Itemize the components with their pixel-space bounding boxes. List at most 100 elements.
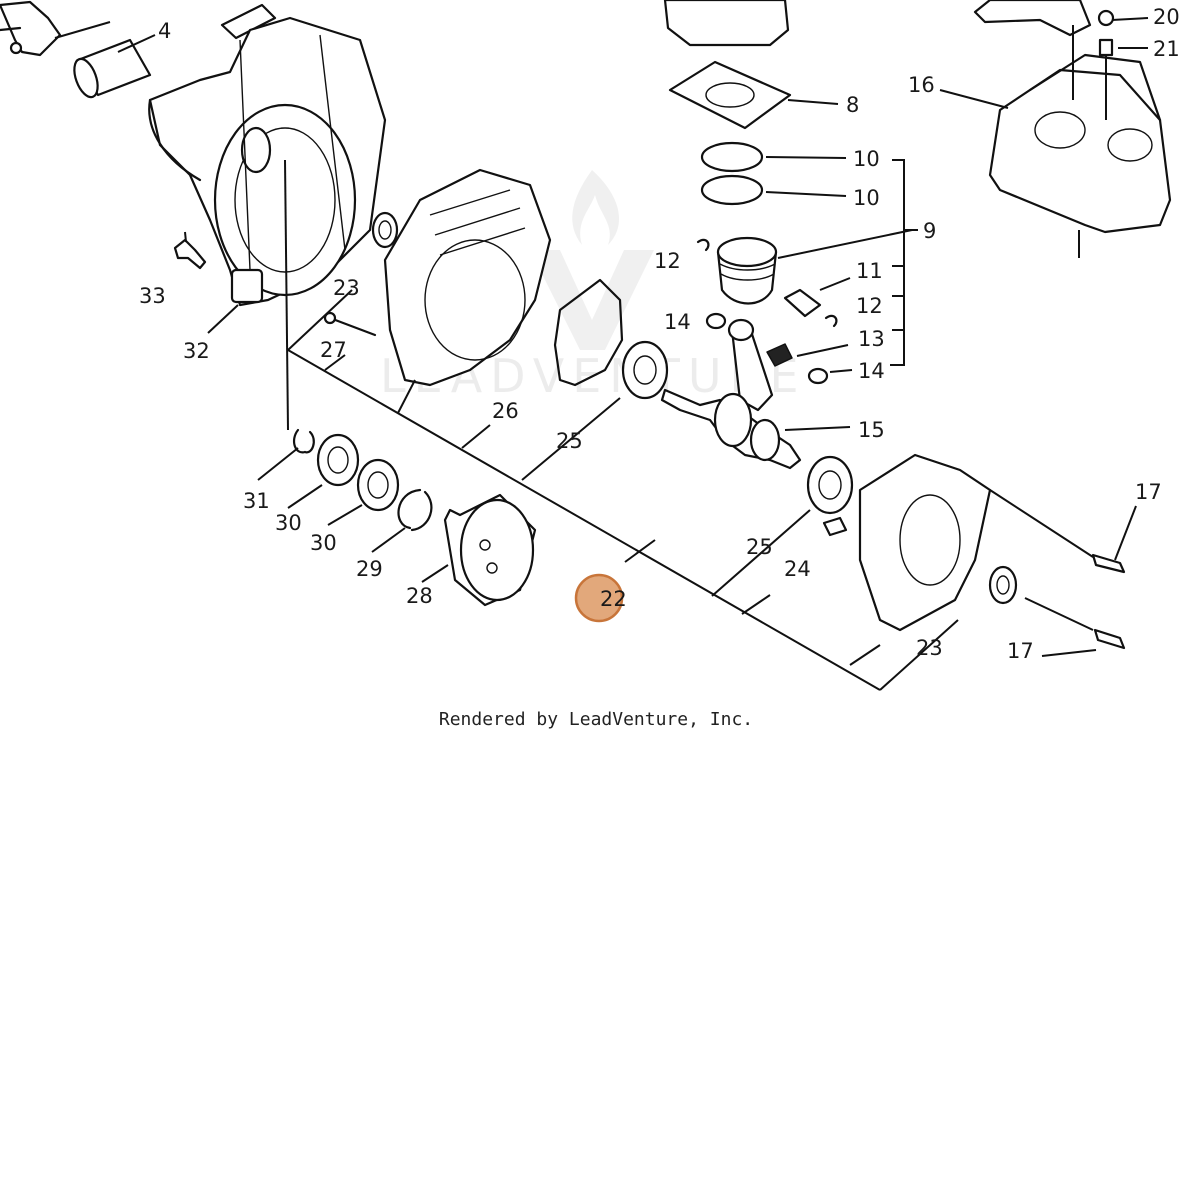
callout-17-lower[interactable]: 17 xyxy=(1007,639,1034,663)
hotspot-22-marker[interactable] xyxy=(574,573,624,623)
leader-30b xyxy=(327,504,363,526)
leader-17a-2 xyxy=(989,489,1094,558)
leader-25b xyxy=(711,509,811,597)
bracket-top-left-2 xyxy=(0,26,22,32)
leader-11 xyxy=(819,277,851,291)
callout-28[interactable]: 28 xyxy=(406,584,433,608)
small-plate xyxy=(220,3,277,40)
callout-26[interactable]: 26 xyxy=(492,399,519,423)
callout-14-upper[interactable]: 14 xyxy=(664,310,691,334)
part-15-crank-web xyxy=(713,392,753,448)
part-25-bearing-upper xyxy=(621,340,669,400)
part-16-cover-hole-2 xyxy=(1107,128,1153,162)
part-23-seal-left xyxy=(371,211,399,249)
leader-14b xyxy=(829,369,853,373)
part-14-washer-upper xyxy=(705,312,727,330)
callout-33[interactable]: 33 xyxy=(139,284,166,308)
part-32-foot xyxy=(230,268,264,304)
callout-16[interactable]: 16 xyxy=(908,73,935,97)
watermark-v-icon xyxy=(530,250,654,350)
leader-32-shaft xyxy=(284,159,289,431)
part-8-gasket-hole xyxy=(705,82,755,108)
callout-15[interactable]: 15 xyxy=(858,418,885,442)
callout-23-left[interactable]: 23 xyxy=(333,276,360,300)
callout-21[interactable]: 21 xyxy=(1153,37,1180,61)
part-30-bearing-a-inner xyxy=(327,446,349,474)
callout-32[interactable]: 32 xyxy=(183,339,210,363)
part-32-rib xyxy=(239,34,346,271)
leader-25a xyxy=(521,397,621,481)
callout-24[interactable]: 24 xyxy=(784,557,811,581)
callout-12-lower[interactable]: 12 xyxy=(856,294,883,318)
part-17-screw-lower xyxy=(1093,628,1126,650)
callout-11[interactable]: 11 xyxy=(856,259,883,283)
leader-29 xyxy=(371,527,406,553)
callout-10-lower[interactable]: 10 xyxy=(853,186,880,210)
leader-17b-2 xyxy=(1024,597,1094,631)
callout-23-right[interactable]: 23 xyxy=(916,636,943,660)
leader-lines xyxy=(54,17,1149,691)
part-21-bolt xyxy=(1098,38,1114,57)
part-28-drum-hole xyxy=(479,539,491,551)
crankcase-right xyxy=(858,453,992,632)
leader-8 xyxy=(787,99,839,105)
callout-labels: 4 20 21 8 16 10 10 9 12 11 12 14 13 14 3… xyxy=(139,5,1180,663)
callout-31[interactable]: 31 xyxy=(243,489,270,513)
leader-10a xyxy=(765,156,847,159)
callout-30-a[interactable]: 30 xyxy=(275,511,302,535)
hotspot-22-label[interactable]: 22 xyxy=(600,587,627,611)
part-20-nut xyxy=(1097,9,1115,27)
leader-10b xyxy=(765,191,847,197)
part-24-pin xyxy=(822,516,848,537)
callout-4[interactable]: 4 xyxy=(158,19,171,43)
leader-crankcase-left xyxy=(397,379,416,414)
part-23-seal-left-hole xyxy=(378,220,392,240)
callout-25-upper[interactable]: 25 xyxy=(556,429,583,453)
callout-25-lower[interactable]: 25 xyxy=(746,535,773,559)
bracket-bolt xyxy=(9,41,23,55)
callout-10-upper[interactable]: 10 xyxy=(853,147,880,171)
callout-27[interactable]: 27 xyxy=(320,338,347,362)
parts-artwork xyxy=(0,0,1172,650)
callout-14-lower[interactable]: 14 xyxy=(858,359,885,383)
hotspot-22[interactable]: 22 xyxy=(574,573,627,623)
crankcase-left-bore xyxy=(424,239,526,361)
leader-28 xyxy=(421,564,449,583)
part-8-gasket xyxy=(668,60,792,130)
callout-20[interactable]: 20 xyxy=(1153,5,1180,29)
leader-23b-base xyxy=(849,644,881,666)
part-28-drum-face xyxy=(459,498,535,602)
part-27-head xyxy=(323,311,337,325)
part-25-bearing-lower xyxy=(806,455,854,515)
leader-30a xyxy=(287,484,323,509)
part-23-seal-right xyxy=(988,565,1018,605)
callout-13[interactable]: 13 xyxy=(858,327,885,351)
leader-bracket xyxy=(54,21,111,39)
leader-22 xyxy=(624,539,656,563)
part-15-crank-web-2 xyxy=(749,418,781,462)
leader-13 xyxy=(796,344,849,357)
callout-30-b[interactable]: 30 xyxy=(310,531,337,555)
leader-9 xyxy=(777,229,913,259)
callout-17-upper[interactable]: 17 xyxy=(1135,480,1162,504)
leader-33 xyxy=(184,231,187,243)
callout-12-upper[interactable]: 12 xyxy=(654,249,681,273)
callout-29[interactable]: 29 xyxy=(356,557,383,581)
part-27-screw xyxy=(328,316,377,337)
part-9-piston-grooves xyxy=(719,263,776,281)
part-11-pin xyxy=(783,288,822,318)
part-9-piston-top xyxy=(716,236,778,268)
part-30-bearing-a xyxy=(316,433,360,487)
callout-9[interactable]: 9 xyxy=(923,219,936,243)
callout-8[interactable]: 8 xyxy=(846,93,859,117)
part-16-cover-flange xyxy=(1028,53,1162,122)
leader-31 xyxy=(257,447,299,481)
leader-27 xyxy=(324,354,346,371)
crankcase-right-bore xyxy=(899,494,961,586)
part-23-seal-right-hole xyxy=(996,575,1010,595)
part-25-bearing-lower-inner xyxy=(818,470,842,500)
crankcase-left-ribs xyxy=(429,189,526,256)
part-17-screw-upper xyxy=(1091,553,1126,574)
bracket-9 xyxy=(890,159,905,366)
